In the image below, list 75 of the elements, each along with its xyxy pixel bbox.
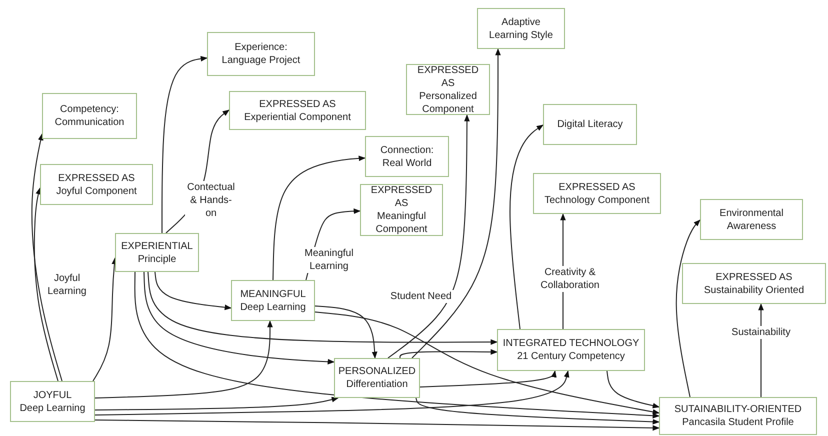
concept-box <box>10 381 95 422</box>
concept-box <box>207 32 315 76</box>
arrow <box>420 370 557 388</box>
box-text: Principle <box>138 252 176 266</box>
box-text: Technology Component <box>544 194 650 206</box>
arrow <box>272 156 366 280</box>
arrow <box>148 272 498 345</box>
box-heading: EXPRESSED AS <box>370 184 434 210</box>
box-text: Meaningful Component <box>374 210 428 236</box>
concept-box <box>42 93 137 139</box>
arrow <box>134 272 660 418</box>
box-heading: EXPRESSED AS <box>259 98 336 110</box>
box-text: Experiential Component <box>244 110 351 124</box>
box-text: Joyful Component <box>56 184 137 198</box>
arrow <box>94 396 339 410</box>
box-heading: INTEGRATED TECHNOLOGY <box>502 337 640 350</box>
box-text: Adaptive Learning Style <box>488 16 554 42</box>
concept-box <box>360 184 443 236</box>
arrow <box>154 272 232 310</box>
arrow <box>94 420 660 431</box>
box-text: Deep Learning <box>240 300 306 314</box>
concept-box <box>659 397 817 435</box>
concept-box <box>700 199 803 240</box>
arrow <box>314 306 378 359</box>
concept-box <box>682 263 826 304</box>
box-text: Differentiation <box>346 378 408 391</box>
box-text: Language Project <box>222 54 300 67</box>
box-text: Communication <box>54 116 124 129</box>
concept-box <box>334 358 420 398</box>
arrow <box>162 56 208 234</box>
arrow <box>314 312 660 415</box>
concept-box <box>365 136 449 177</box>
box-text: Environmental Awareness <box>718 206 784 232</box>
box-text: Digital Literacy <box>557 118 623 131</box>
arrow <box>388 114 470 358</box>
concept-box <box>543 104 637 145</box>
box-text: Pancasila Student Profile <box>682 416 794 429</box>
arrow <box>94 320 273 398</box>
concept-box <box>40 164 153 205</box>
box-heading: SUTAINABILITY-ORIENTED <box>674 403 802 416</box>
arrow <box>416 398 660 425</box>
concept-box <box>533 173 661 214</box>
box-heading: MEANINGFUL <box>240 288 306 300</box>
box-heading: EXPRESSED AS <box>416 64 480 90</box>
arrow <box>676 220 700 398</box>
concept-box <box>115 233 199 272</box>
concept-box <box>477 8 565 49</box>
box-text: Sustainability Oriented <box>704 284 804 296</box>
concept-box <box>229 91 366 130</box>
box-text: Real World <box>382 156 432 170</box>
box-heading: EXPRESSED AS <box>716 270 792 284</box>
arrow <box>31 133 62 382</box>
box-heading: PERSONALIZED <box>338 365 416 378</box>
concept-box <box>497 329 645 371</box>
arrow <box>92 257 118 382</box>
box-heading: EXPERIENTIAL <box>121 240 193 252</box>
box-heading: EXPRESSED AS <box>58 172 135 184</box>
concept-box <box>231 280 315 321</box>
edge-label: Meaningful Learning <box>302 247 356 273</box>
arrow <box>34 187 58 382</box>
arrow <box>510 124 544 330</box>
box-text: Deep Learning <box>20 402 86 414</box>
arrow <box>94 370 570 416</box>
arrow <box>606 370 660 408</box>
arrow <box>144 272 335 364</box>
box-heading: Experience: <box>234 41 288 54</box>
box-text: Personalized Component <box>418 90 478 116</box>
concept-box <box>406 64 490 115</box>
box-heading: EXPRESSED AS <box>558 180 636 194</box>
box-text: 21 Century Competency <box>517 350 625 363</box>
box-heading: Competency: <box>60 103 119 116</box>
box-heading: Connection: <box>380 144 434 156</box>
arrow <box>400 349 498 358</box>
box-heading: JOYFUL <box>33 388 72 402</box>
arrow <box>412 48 501 358</box>
